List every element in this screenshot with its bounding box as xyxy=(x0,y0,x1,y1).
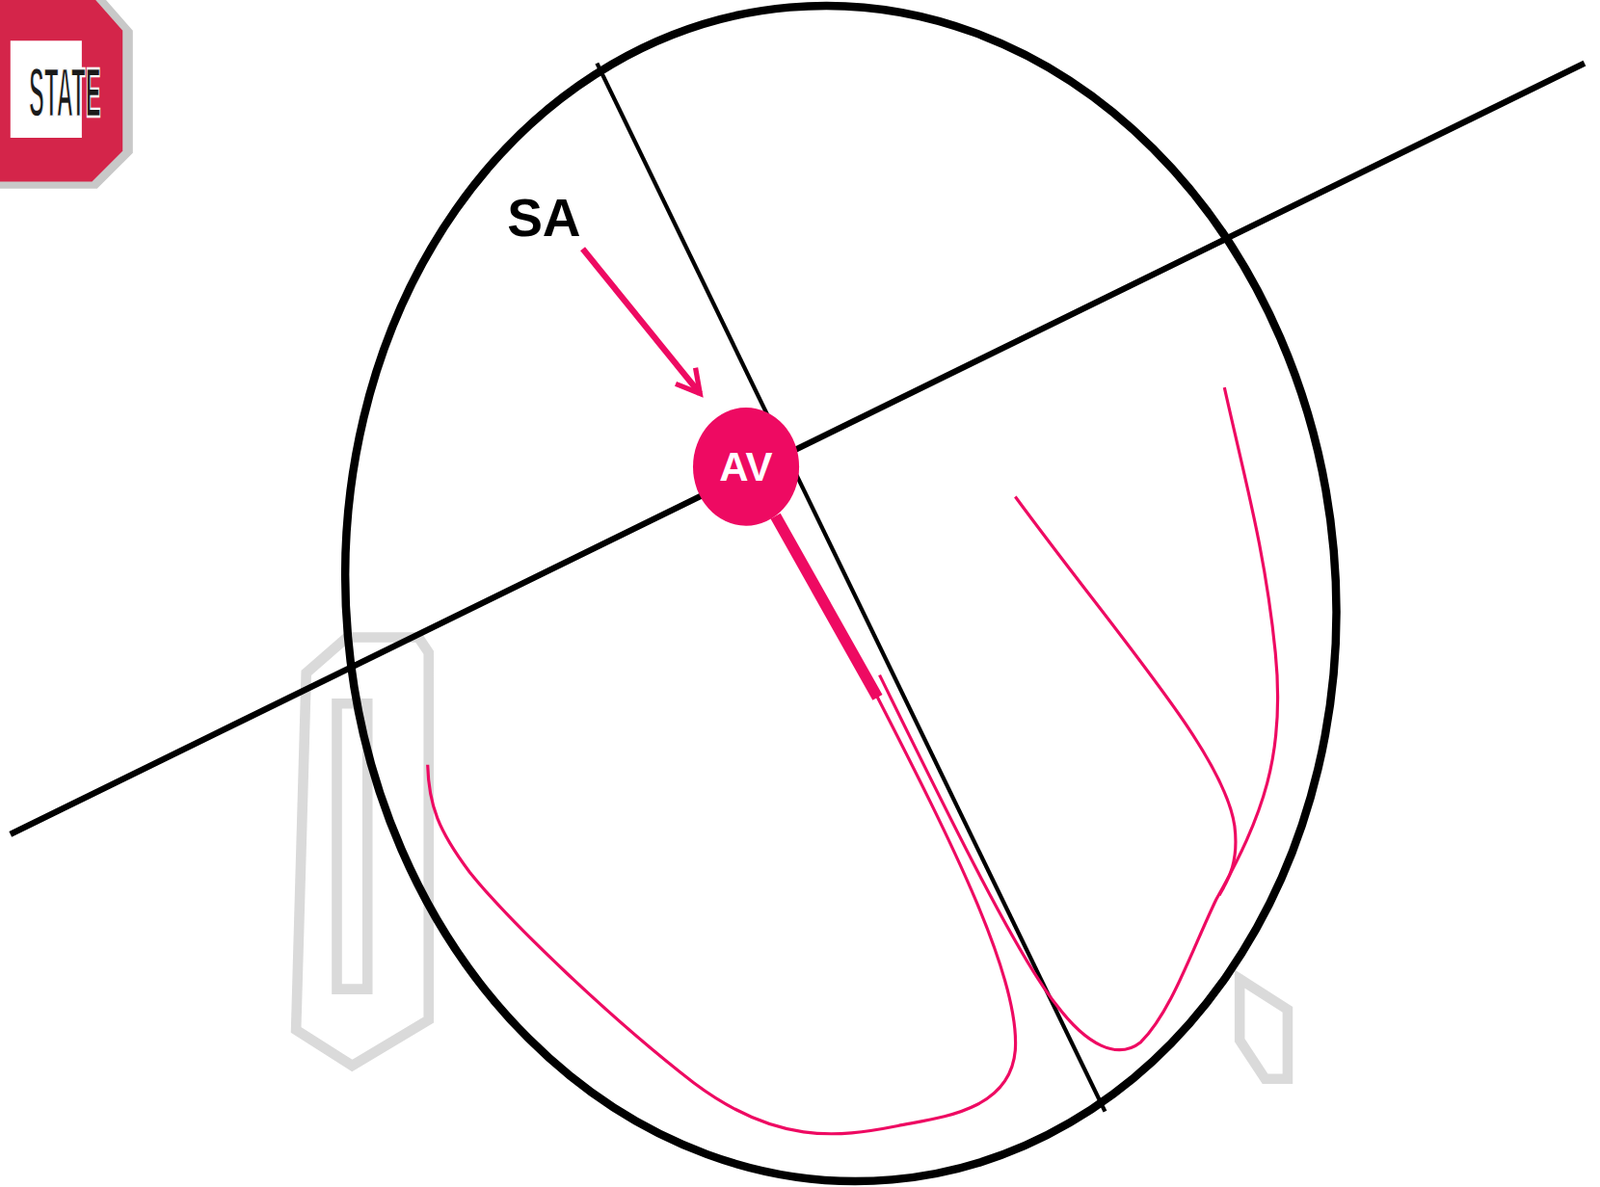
heart-outline xyxy=(296,0,1386,1187)
node-label: AV xyxy=(719,444,773,491)
axis-line xyxy=(596,63,1105,1113)
logo-text: STATE xyxy=(28,58,102,130)
sa-arrow xyxy=(583,248,701,394)
av-node: AV xyxy=(693,407,800,527)
node-ellipse xyxy=(693,407,800,527)
axis-line xyxy=(10,63,1585,835)
his-bundle xyxy=(775,516,879,698)
watermark xyxy=(295,638,1288,1080)
node-label: SA xyxy=(506,191,581,245)
logo xyxy=(0,0,134,189)
bundle-branches xyxy=(427,387,1279,1135)
